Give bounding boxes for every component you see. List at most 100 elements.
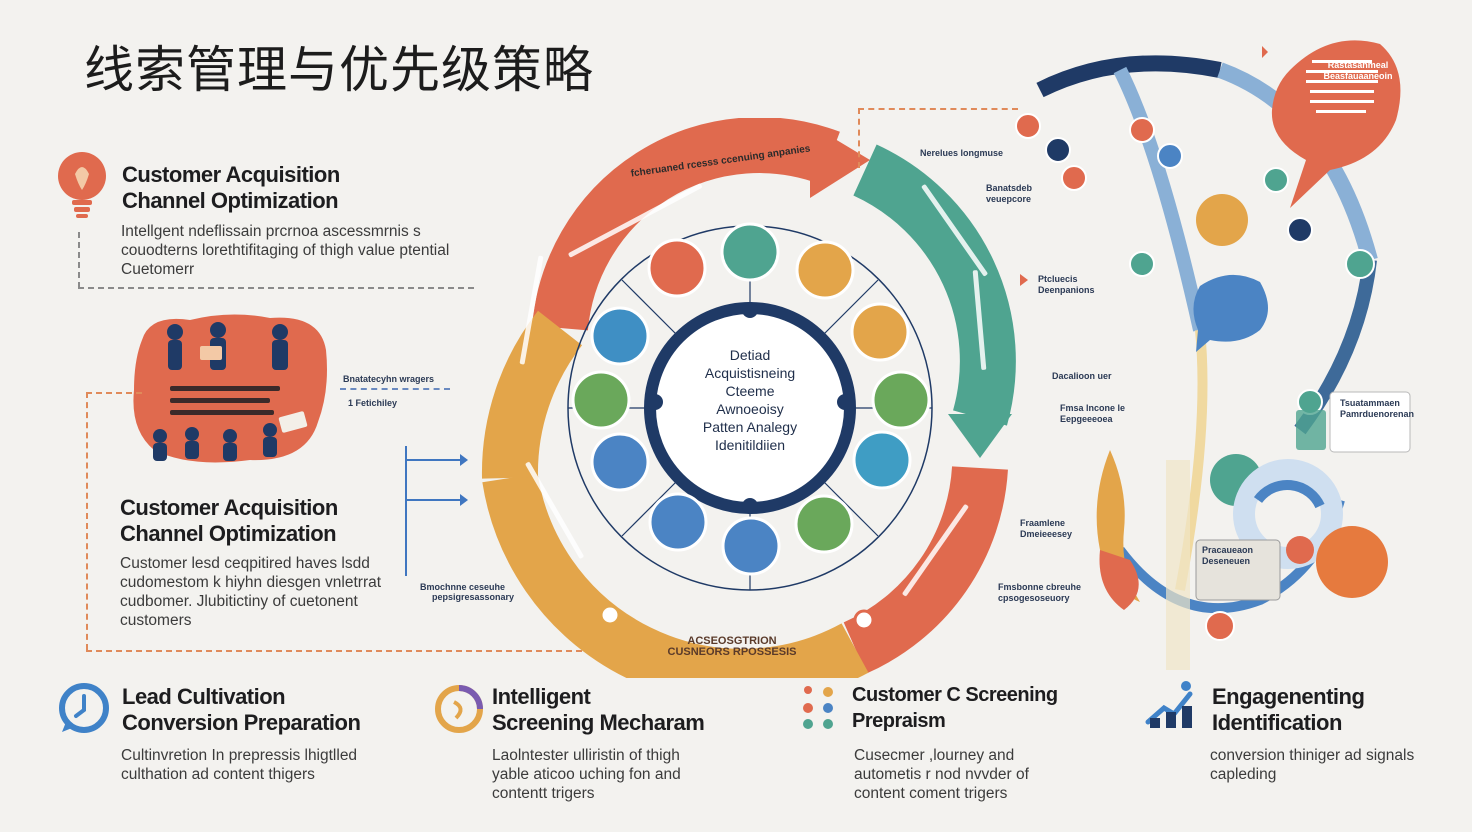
connector (86, 392, 88, 650)
section-title-line: Prepraism (852, 710, 946, 732)
speech-bubble-text: Rastasanmeal Beasfauaaneoin (1318, 60, 1398, 82)
growth-chart-icon (1144, 680, 1200, 730)
speech-line: Pracaueaon (1202, 545, 1254, 555)
arrow-group (400, 440, 470, 590)
desc-line: Customer lesd ceqpitired haves lsdd (120, 555, 370, 572)
desc-line: customers (120, 612, 192, 629)
section-acquisition-2-title: Customer Acquisition Channel Optimizatio… (120, 495, 338, 547)
node-amber (795, 240, 855, 300)
journey-label-line: Fraamlene (1020, 518, 1066, 528)
desc-line: Laolntester ulliristin of thigh (492, 747, 680, 764)
journey-label-2: Ptcluecis Deenpanions (1038, 274, 1095, 296)
journey-label-box: Tsuatammaen Pamrduenorenan (1340, 398, 1414, 420)
journey-label-line: Fmsa lncone le (1060, 403, 1126, 413)
center-line: Cteeme (725, 383, 775, 399)
desc-line: cudomestom k hiyhn diesgen vnletrrat (120, 574, 382, 591)
section-acquisition-2-desc: Customer lesd ceqpitired haves lsdd cudo… (120, 554, 381, 630)
desc-line: conversion thiniger ad signals (1210, 747, 1415, 764)
node-blue (590, 306, 650, 366)
center-line: Patten Analegy (702, 419, 798, 435)
divider (78, 287, 474, 289)
node-blue-3 (648, 492, 708, 552)
clock-icon (58, 682, 110, 734)
speech-line: Pamrduenorenan (1340, 409, 1415, 419)
node-teal-2 (852, 430, 912, 490)
node-green-3 (794, 494, 854, 554)
process-sublabel: pepsigresassonary (432, 592, 515, 602)
process-label: Bmochnne ceseuhe (420, 582, 506, 592)
divider (78, 232, 80, 288)
desc-line: cudbomer. Jlubitictiny of cuetonent (120, 593, 358, 610)
connector (86, 392, 142, 394)
section-acquisition-desc: Intellgent ndeflissain prcrnoa ascessmrn… (121, 222, 449, 279)
speech-line: Beasfauaaneoin (1323, 71, 1393, 81)
node-blue-4 (721, 516, 781, 576)
journey-flow-diagram (1000, 30, 1472, 670)
journey-label-6: Fmsbonne cbreuhe cpsogesoseuory (998, 582, 1081, 604)
channel-sublabel: 1 Fetichiley (348, 398, 398, 408)
section-title-line: Customer Acquisition (120, 495, 338, 520)
section-cultivation-desc: Cultinvretion In prepressis lhigtlled cu… (121, 746, 357, 784)
journey-label-line: Eepgeeeoea (1060, 414, 1113, 424)
channel-label: Bnatatecyhn wragers (343, 374, 435, 384)
journey-label-1: Banatsdeb veuepcore (986, 183, 1032, 205)
desc-line: content coment trigers (854, 785, 1008, 802)
node-blue-2 (590, 432, 650, 492)
node-orange (647, 238, 707, 298)
ring-bottom-label: ACSEOSGTRION CUSNEORS RPOSSESIS (662, 636, 802, 658)
section-title-line: Intelligent (492, 684, 591, 709)
desc-line: yable aticoo uching fon and (492, 766, 681, 783)
section-engagement-title: Engagenenting Identification (1212, 684, 1365, 736)
journey-label-line: Dmeieeesey (1020, 529, 1073, 539)
team-illustration (130, 310, 330, 470)
desc-line: contentt trigers (492, 785, 595, 802)
speech-line: Tsuatammaen (1340, 398, 1400, 408)
ring-bottom-line: ACSEOSGTRION (687, 635, 777, 647)
desc-line: culthation ad content thigers (121, 766, 315, 783)
section-acquisition-title: Customer Acquisition Channel Optimizatio… (122, 162, 340, 214)
section-title-line: Customer C Screening (852, 684, 1058, 706)
section-customer-screening-desc: Cusecmer ,lourney and autometis r nod nv… (854, 746, 1029, 803)
desc-line: capleding (1210, 766, 1277, 783)
desc-line: couodterns lorethtifitaging of thigh val… (121, 242, 450, 259)
connector (858, 108, 1018, 110)
desc-line: Cuetomerr (121, 261, 195, 278)
section-screening-title: Intelligent Screening Mecharam (492, 684, 705, 736)
desc-line: Cultinvretion In prepressis lhigtlled (121, 747, 358, 764)
ring-bottom-line: CUSNEORS RPOSSESIS (667, 646, 797, 658)
journey-label-5: Fraamlene Dmeieeesey (1020, 518, 1072, 540)
section-title-line: Lead Cultivation (122, 684, 286, 709)
desc-line: Cusecmer ,lourney and (854, 747, 1015, 764)
node-green (571, 370, 631, 430)
page-title: 线索管理与优先级策略 (84, 41, 594, 99)
desc-line: autometis r nod nvvder of (854, 766, 1029, 783)
center-text: Detiad Acquistisneing Cteeme Awnoeoisy P… (670, 346, 830, 454)
speech-line: Rastasanmeal (1327, 60, 1389, 70)
journey-label-line: Banatsdeb (986, 183, 1033, 193)
section-title-line: Customer Acquisition (122, 162, 340, 187)
node-teal (720, 222, 780, 282)
section-title-line: Conversion Preparation (122, 710, 361, 735)
speech-line: Deseneuen (1202, 556, 1251, 566)
section-screening-desc: Laolntester ulliristin of thigh yable at… (492, 746, 681, 803)
journey-label-line: Ptcluecis (1038, 274, 1078, 284)
connector (340, 388, 450, 390)
center-line: Idenitildiien (714, 437, 786, 453)
center-line: Awnoeoisy (716, 401, 784, 417)
section-title-line: Channel Optimization (122, 188, 339, 213)
journey-label-4: Fmsa lncone le Eepgeeeoea (1060, 403, 1125, 425)
section-title-line: Channel Optimization (120, 521, 337, 546)
node-green-2 (871, 370, 931, 430)
section-customer-screening-title: Customer C Screening Prepraism (852, 682, 1058, 734)
connector (86, 650, 582, 652)
journey-label-line: Deenpanions (1038, 285, 1095, 295)
section-title-line: Engagenenting (1212, 684, 1365, 709)
center-line: Acquistisneing (704, 365, 796, 381)
journey-label-line: veuepcore (986, 194, 1032, 204)
lead-cycle-diagram (460, 117, 1040, 705)
section-title-line: Identification (1212, 710, 1342, 735)
section-cultivation-title: Lead Cultivation Conversion Preparation (122, 684, 361, 736)
journey-label-box-2: Pracaueaon Deseneuen (1202, 545, 1253, 567)
section-title-line: Screening Mecharam (492, 710, 705, 735)
journey-label-top: Nerelues longmuse (920, 148, 1004, 158)
